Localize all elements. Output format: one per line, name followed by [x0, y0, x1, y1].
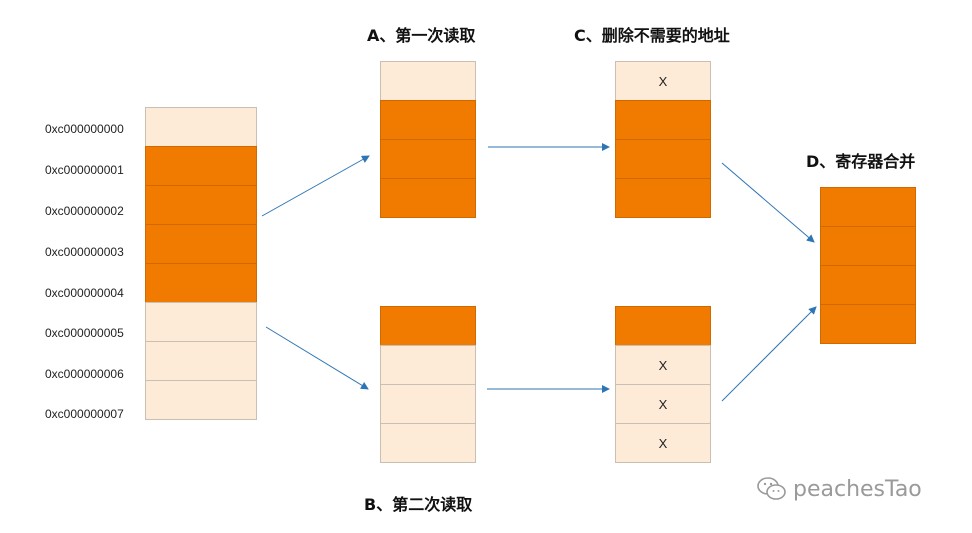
memory-cell: [380, 423, 476, 463]
address-label: 0xc000000004: [45, 286, 124, 300]
memory-cell: [820, 226, 916, 266]
arrow-memory-to-first-read: [261, 155, 370, 217]
address-label: 0xc000000007: [45, 407, 124, 421]
title-second-read: B、第二次读取: [364, 495, 473, 514]
memory-cell: [380, 178, 476, 218]
memory-cell: [820, 304, 916, 344]
arrow-memory-to-second-read: [265, 326, 369, 390]
address-label: 0xc000000006: [45, 367, 124, 381]
address-label: 0xc000000005: [45, 326, 124, 340]
wechat-icon: [757, 477, 786, 500]
address-label: 0xc000000002: [45, 204, 124, 218]
title-delete-addresses: C、删除不需要的地址: [574, 26, 730, 45]
watermark: peachesTao: [757, 476, 922, 502]
memory-cell: [145, 302, 257, 342]
address-label: 0xc000000003: [45, 245, 124, 259]
memory-cell: [380, 100, 476, 140]
memory-cell: [380, 345, 476, 385]
memory-cell: [145, 380, 257, 420]
memory-block: [145, 107, 257, 420]
arrow-top-to-merge: [721, 162, 815, 243]
memory-cell: [145, 263, 257, 303]
memory-cell: [380, 61, 476, 101]
memory-cell: [145, 107, 257, 147]
first-read-block: [380, 61, 476, 218]
memory-cell: [145, 341, 257, 381]
memory-cell: [380, 306, 476, 346]
address-label: 0xc000000000: [45, 122, 124, 136]
deleted-top-block: X: [615, 61, 711, 218]
removed-cell: X: [615, 61, 711, 101]
memory-cell: [615, 178, 711, 218]
title-first-read: A、第一次读取: [367, 26, 476, 45]
memory-cell: [380, 384, 476, 424]
title-register-merge: D、寄存器合并: [806, 152, 916, 171]
memory-cell: [380, 139, 476, 179]
watermark-text: peachesTao: [793, 476, 922, 502]
address-label: 0xc000000001: [45, 163, 124, 177]
arrow-bottom-to-merge: [721, 306, 817, 402]
memory-cell: [145, 146, 257, 186]
merged-register-block: [820, 187, 916, 344]
removed-cell: X: [615, 384, 711, 424]
removed-cell: X: [615, 423, 711, 463]
second-read-block: [380, 306, 476, 463]
